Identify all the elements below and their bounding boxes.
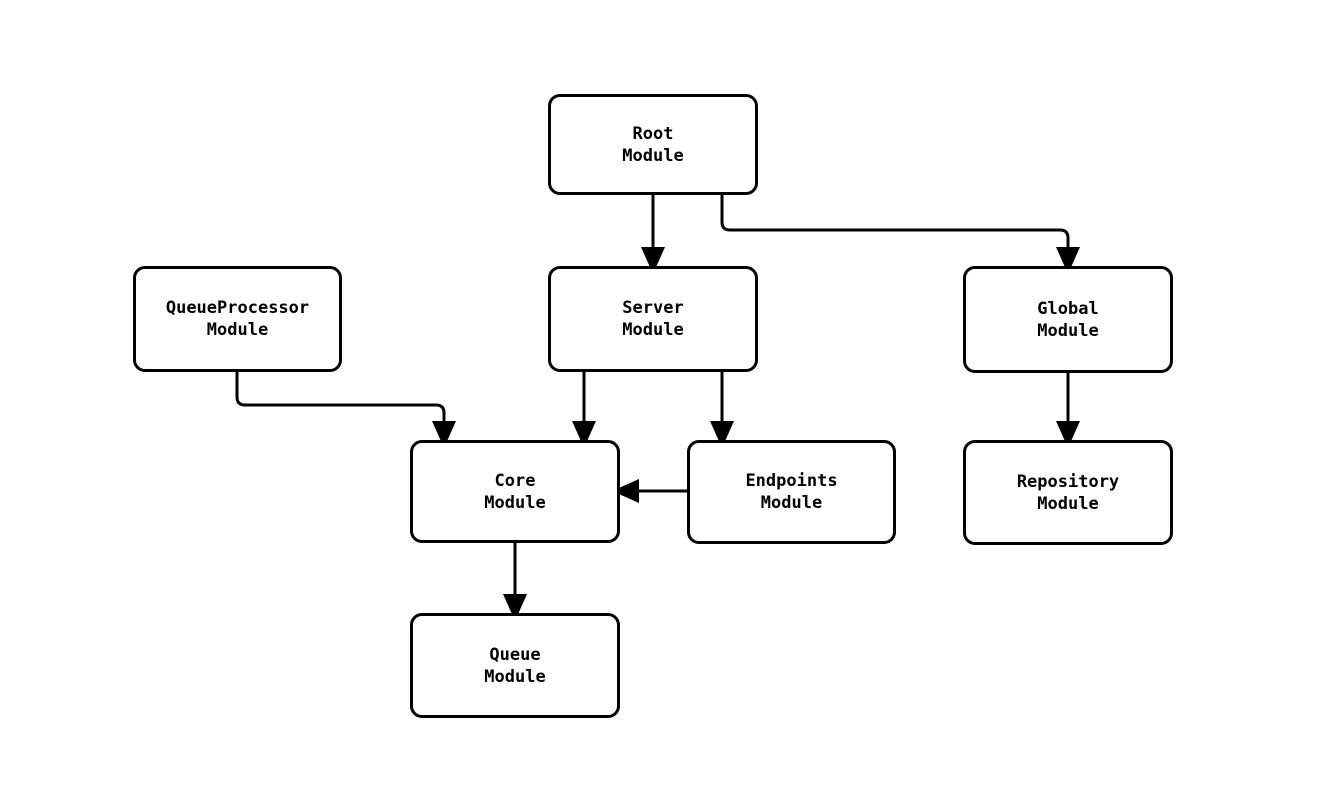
node-label-core: Core Module xyxy=(484,470,546,513)
node-label-root: Root Module xyxy=(622,123,684,166)
node-queueprocessor[interactable]: QueueProcessor Module xyxy=(133,266,342,372)
node-label-queue: Queue Module xyxy=(484,644,546,687)
node-label-repository: Repository Module xyxy=(1016,471,1120,514)
node-server[interactable]: Server Module xyxy=(548,266,758,372)
node-label-global: Global Module xyxy=(1037,298,1099,341)
node-endpoints[interactable]: Endpoints Module xyxy=(687,440,896,544)
node-label-server: Server Module xyxy=(622,298,684,340)
edge-queueprocessor-to-core xyxy=(235,372,456,448)
node-label-endpoints: Endpoints Module xyxy=(745,471,838,513)
node-root[interactable]: Root Module xyxy=(548,94,758,195)
node-repository[interactable]: Repository Module xyxy=(963,440,1173,545)
node-core[interactable]: Core Module xyxy=(410,440,620,543)
node-queue[interactable]: Queue Module xyxy=(410,613,620,718)
node-global[interactable]: Global Module xyxy=(963,266,1173,373)
node-label-queueprocessor: QueueProcessor Module xyxy=(165,298,310,340)
edge-root-to-global xyxy=(720,195,1080,274)
